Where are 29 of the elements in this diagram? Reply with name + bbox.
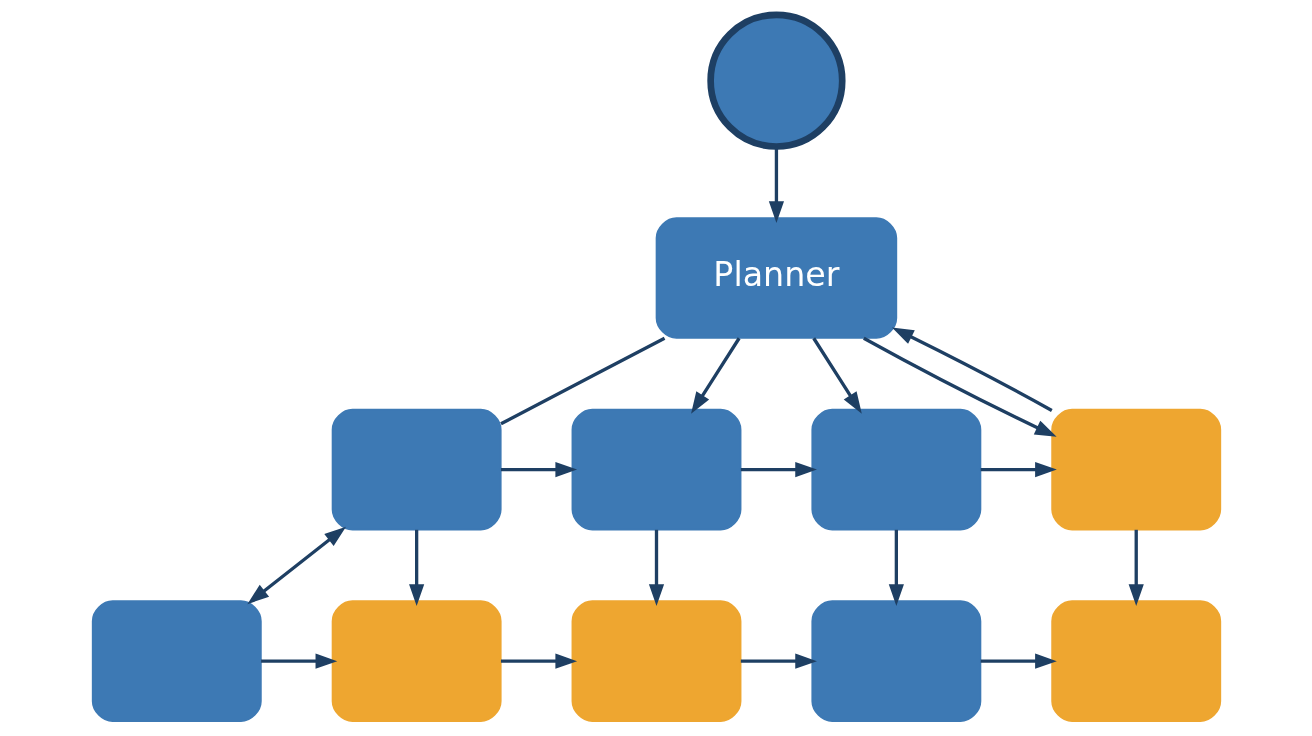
node-box [91,600,262,722]
arrow [811,337,862,414]
arrow [408,529,424,607]
arrow [862,336,1057,437]
node-box [810,600,981,722]
connector [499,336,665,426]
node-box: Planner [655,217,897,339]
node-box [331,600,502,722]
arrow [260,653,337,669]
arrow [768,146,784,223]
arrow [690,337,741,414]
node-box [1050,408,1221,531]
node-box [810,408,981,531]
arrow [891,327,1053,412]
arrow [980,653,1057,669]
arrow [648,529,664,607]
arrow [500,462,577,478]
node-box [571,600,741,722]
arrow [500,653,577,669]
node-box [571,408,741,531]
arrow [980,462,1057,478]
arrow [246,526,346,605]
node-box [1050,600,1221,722]
node-box [331,408,502,531]
arrow [1128,529,1144,607]
node-circle [706,11,846,150]
arrow [740,462,817,478]
arrow [740,653,817,669]
arrow [888,529,904,607]
